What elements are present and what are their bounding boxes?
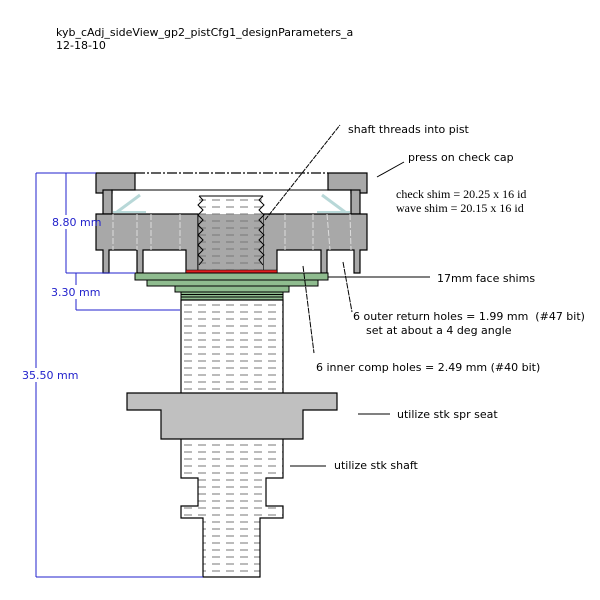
drawing-date: 12-18-10	[56, 39, 106, 52]
label-check-shim: check shim = 20.25 x 16 id	[396, 187, 526, 201]
spring-seat	[126, 392, 338, 440]
face-shim-stack	[134, 272, 329, 301]
drawing-title: kyb_cAdj_sideView_gp2_pistCfg1_designPar…	[56, 26, 353, 39]
label-wave-shim: wave shim = 20.15 x 16 id	[396, 201, 524, 215]
label-outer-holes: 6 outer return holes = 1.99 mm (#47 bit)	[353, 310, 585, 323]
label-inner-holes: 6 inner comp holes = 2.49 mm (#40 bit)	[316, 361, 540, 374]
check-wave-shims	[113, 193, 350, 214]
shaft-thread	[197, 195, 265, 273]
label-face-shims: 17mm face shims	[437, 272, 535, 285]
label-check-cap: press on check cap	[408, 151, 514, 164]
dim-35-50: 35.50 mm	[22, 369, 78, 382]
label-spr-seat: utilize stk spr seat	[397, 408, 498, 421]
piston-body	[95, 213, 368, 274]
label-outer-holes-angle: set at about a 4 deg angle	[366, 324, 512, 337]
label-stk-shaft: utilize stk shaft	[334, 459, 419, 472]
leader-lines	[264, 124, 430, 467]
check-cap	[95, 172, 368, 215]
label-shaft-threads: shaft threads into pist	[348, 123, 470, 136]
dim-8-80: 8.80 mm	[52, 216, 101, 229]
dim-3-30: 3.30 mm	[51, 286, 100, 299]
